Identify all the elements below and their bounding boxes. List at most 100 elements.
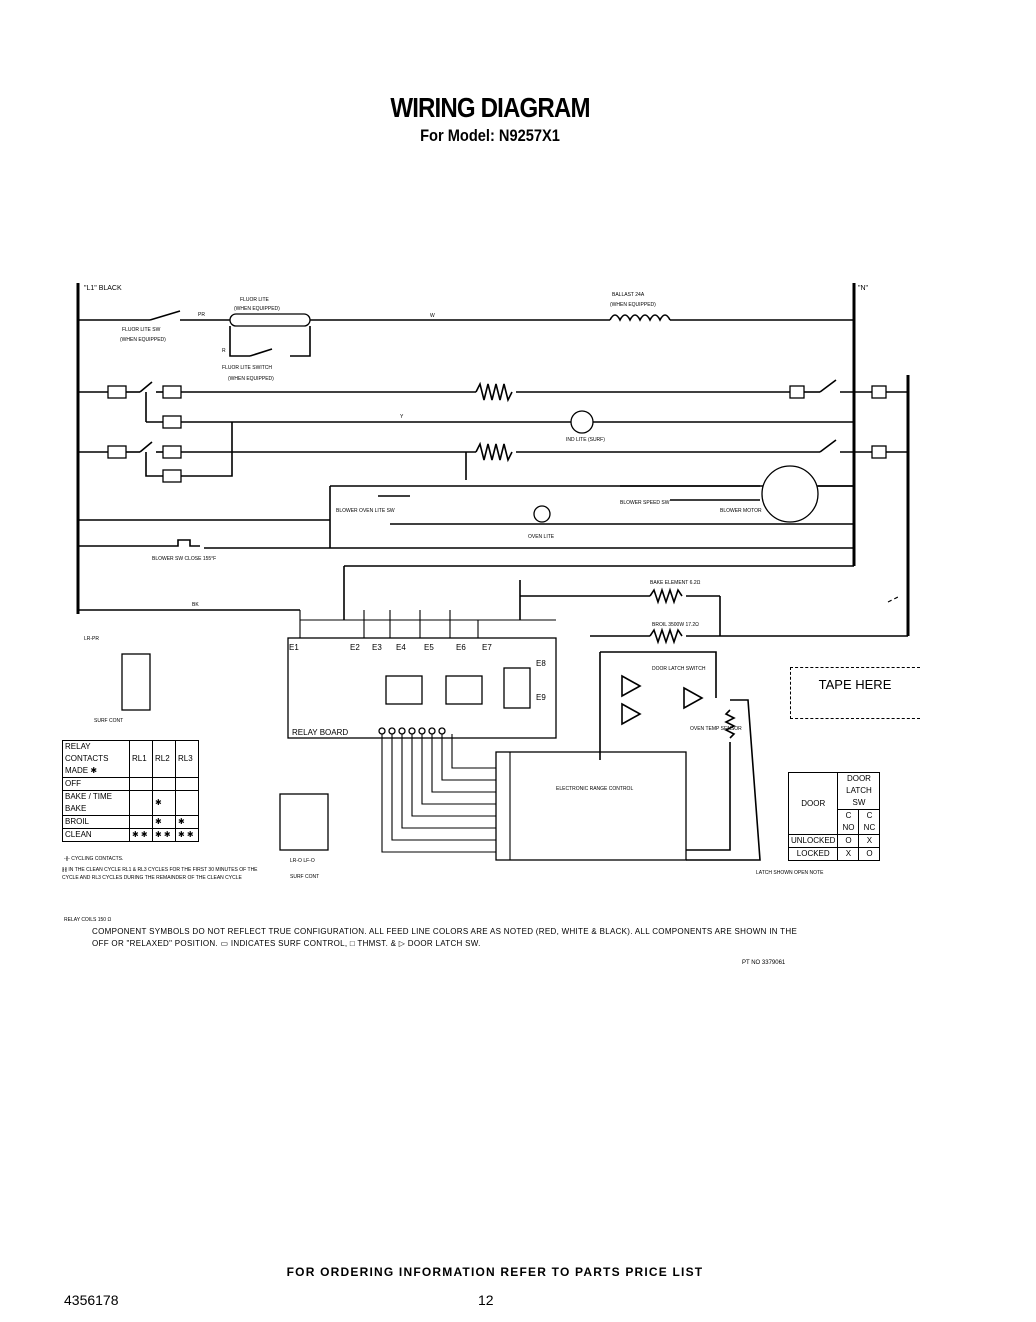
wire xyxy=(229,326,250,357)
table-cell: O xyxy=(858,847,881,861)
table-cell: BROIL xyxy=(62,815,130,829)
oven-lite-bulb xyxy=(533,505,551,523)
surf-cont-terminal-right xyxy=(789,385,805,399)
diagram-subtitle: For Model: N9257X1 xyxy=(420,126,560,145)
broil-element xyxy=(649,627,683,645)
table-row: OFF xyxy=(62,777,199,791)
e-label: E9 xyxy=(536,693,546,702)
surf-cont-terminal-pb xyxy=(162,469,182,483)
bake-label: BAKE ELEMENT 6.2Ω xyxy=(650,580,701,586)
table-row: BROIL ✱ ✱ xyxy=(62,815,199,829)
wire xyxy=(145,452,163,477)
surf-cont-left xyxy=(121,653,151,711)
surf-cont-terminal-h1 xyxy=(162,385,182,399)
table-cell: CLEAN xyxy=(62,828,130,842)
pin xyxy=(398,727,406,735)
door-latch-table: DOOR DOOR LATCH SW C NO C NC UNLOCKED O … xyxy=(787,772,881,861)
table-header: DOOR LATCH SW xyxy=(837,772,881,810)
table-header: RL3 xyxy=(175,740,199,778)
wire xyxy=(600,651,717,698)
pin xyxy=(388,727,396,735)
page-number: 12 xyxy=(478,1292,494,1308)
wire xyxy=(181,422,233,477)
ordering-info: FOR ORDERING INFORMATION REFER TO PARTS … xyxy=(286,1265,704,1279)
wire xyxy=(686,699,761,861)
relay-contacts-table: RELAY CONTACTS MADE ✱ RL1 RL2 RL3 OFF BA… xyxy=(62,740,199,842)
table-cell: ✱ ✱ xyxy=(129,828,153,842)
cycling-contacts-note: -∦- CYCLING CONTACTS. xyxy=(64,856,123,862)
dashed-link xyxy=(887,595,901,603)
e-label: E3 xyxy=(372,643,382,652)
ballast-label: BALLAST 24A xyxy=(612,292,645,298)
table-cell: ✱ xyxy=(175,815,199,829)
harness-wire xyxy=(451,734,500,769)
n-label: "N" xyxy=(858,285,869,292)
surf-cont-terminal-p xyxy=(162,415,182,429)
bake-element xyxy=(649,587,683,605)
surf-cont-contact xyxy=(139,441,153,453)
blower-motor-label: BLOWER MOTOR xyxy=(720,508,762,514)
fluor-lite-switch-equipped: (WHEN EQUIPPED) xyxy=(228,376,274,382)
pin xyxy=(428,727,436,735)
fluor-lite-sw-contact xyxy=(149,310,181,321)
e-label: E2 xyxy=(350,643,360,652)
ind-lite-label: IND LITE (SURF) xyxy=(566,437,605,443)
e-label: E1 xyxy=(289,643,299,652)
relay-rl2-bake xyxy=(445,675,483,705)
door-latch-label: DOOR LATCH SWITCH xyxy=(652,666,706,672)
blower-sw-label: BLOWER SW CLOSE 155°F xyxy=(152,556,216,562)
document-number: 4356178 xyxy=(64,1292,119,1308)
surf-cont-bottom xyxy=(279,793,329,851)
surf-cont-contact-right xyxy=(819,439,837,453)
surf-cont-contact-right xyxy=(819,379,837,393)
surface-element-resistor xyxy=(475,381,513,403)
table-cell: OFF xyxy=(62,777,130,791)
relay-board-label: RELAY BOARD xyxy=(292,728,348,737)
ballast-equipped: (WHEN EQUIPPED) xyxy=(610,302,656,308)
door-latch-switch-symbol xyxy=(683,686,704,710)
e-label: E6 xyxy=(456,643,466,652)
table-row: DOOR DOOR LATCH SW xyxy=(787,772,881,835)
blower-motor xyxy=(761,465,819,523)
relay-rl3 xyxy=(503,667,531,709)
surf-cont-terminal-l2b xyxy=(871,445,887,459)
table-cell: ✱ xyxy=(152,815,176,829)
table-cell: ✱ xyxy=(152,790,176,816)
table-cell xyxy=(152,777,176,791)
table-cell: UNLOCKED xyxy=(787,834,839,848)
wire-label: W xyxy=(430,313,435,319)
wire-label: R xyxy=(222,348,226,354)
fluor-lite-equipped: (WHEN EQUIPPED) xyxy=(234,306,280,312)
relay-coils-note: RELAY COILS 150 Ω xyxy=(64,917,112,923)
oven-temp-sensor xyxy=(724,709,736,739)
table-cell: ✱ ✱ xyxy=(152,828,176,842)
fluor-lite-switch-contact xyxy=(249,348,273,357)
pin xyxy=(378,727,386,735)
harness-wire xyxy=(381,734,500,853)
table-row: LOCKED X O xyxy=(787,847,881,861)
oven-temp-sensor-label: OVEN TEMP SENSOR xyxy=(690,726,742,732)
harness-wire xyxy=(391,734,500,841)
table-cell xyxy=(175,777,199,791)
wire-label: Y xyxy=(400,414,404,420)
table-row: RELAY CONTACTS MADE ✱ RL1 RL2 RL3 xyxy=(62,740,199,778)
ind-lite-surf xyxy=(570,410,594,434)
diagram-title: WIRING DIAGRAM xyxy=(390,92,590,123)
e-label: E4 xyxy=(396,643,406,652)
wire-label: BK xyxy=(192,602,199,608)
table-header: RELAY CONTACTS MADE ✱ xyxy=(62,740,130,778)
harness-wire xyxy=(401,734,500,829)
harness-wire xyxy=(441,734,500,781)
surf-cont-terminal-h1b xyxy=(162,445,182,459)
tape-here-border xyxy=(790,667,920,719)
door-latch-open-note: LATCH SHOWN OPEN NOTE xyxy=(756,870,824,876)
table-row: C NO C NC xyxy=(789,809,881,835)
table-header: C NC xyxy=(858,809,881,835)
table-header: DOOR xyxy=(787,772,839,835)
harness-wire xyxy=(411,734,500,817)
relay-rl1-broil xyxy=(385,675,423,705)
table-cell: BAKE / TIME BAKE xyxy=(62,790,130,816)
door-latch-switch-symbol xyxy=(621,702,642,726)
fluor-lite-label: FLUOR LITE xyxy=(240,297,270,303)
